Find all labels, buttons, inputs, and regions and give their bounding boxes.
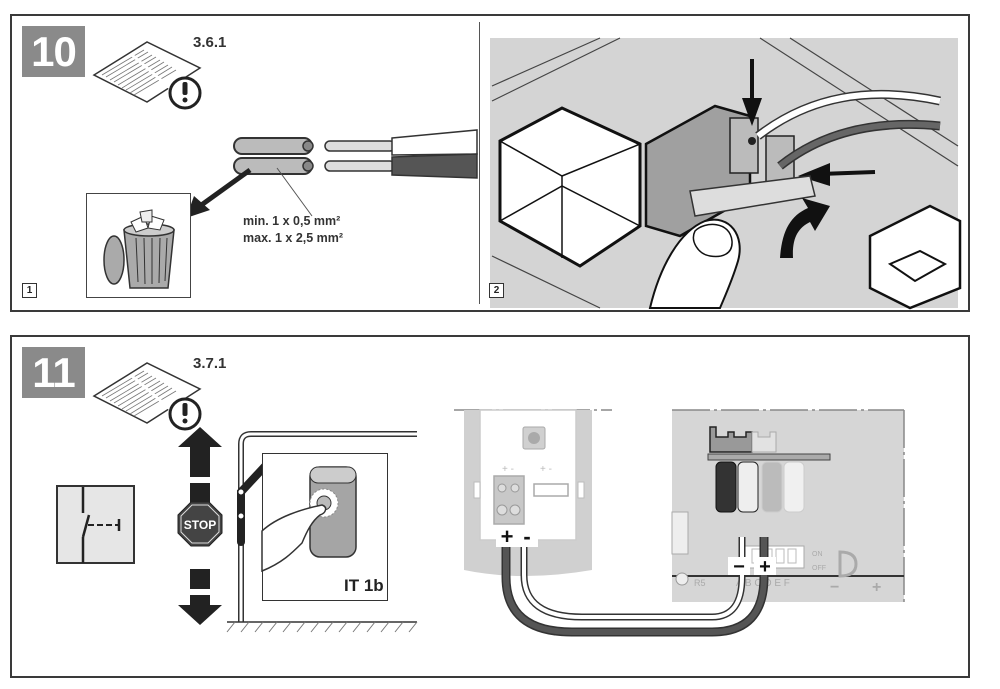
- stripped-wire-icon: [233, 129, 478, 179]
- stop-arrow-icon: [178, 427, 222, 625]
- subpanel-number-2: 2: [489, 283, 504, 298]
- manual-reference: 3.7.1: [193, 355, 227, 372]
- push-arrow-icon-2: [798, 163, 876, 186]
- polarity-minus: −: [830, 579, 839, 596]
- device-label: IT 1b: [344, 576, 384, 595]
- push-button-icon: [261, 466, 357, 573]
- terminal-mark-plus-1: + -: [502, 464, 514, 475]
- normally-open-switch-icon: [56, 485, 135, 564]
- step-number-badge: 10: [22, 26, 85, 77]
- housing-block-icon: [498, 106, 642, 268]
- leader-line: [276, 167, 313, 217]
- dip-off-label: OFF: [812, 565, 826, 572]
- receiver-board-icon: ON OFF A B C D E F R5 − +: [671, 409, 905, 602]
- stop-sign-icon: STOP: [177, 501, 223, 547]
- step-11-panel: 11 3.7.1 STOP: [10, 335, 970, 678]
- arrow-icon: [186, 167, 252, 218]
- gate-frame-icon: [226, 431, 418, 633]
- subpanel-divider: [479, 22, 480, 304]
- terminal-block-illustration: [490, 37, 962, 310]
- step-10-panel: 10 3.6.1 min. 1 x 0,5 mm² max. 1 x 2,5 m…: [10, 14, 970, 312]
- left-minus-mark: -: [523, 524, 530, 549]
- curved-arrow-icon: [780, 198, 830, 258]
- wire-spec-max: max. 1 x 2,5 mm²: [243, 231, 344, 245]
- left-plus-mark: +: [501, 524, 514, 549]
- polarity-marks: + - − +: [496, 524, 776, 578]
- dip-on-label: ON: [812, 551, 823, 558]
- board-plus-mark: +: [759, 556, 771, 578]
- stop-sign-text: STOP: [184, 518, 216, 532]
- step-number-badge: 11: [22, 347, 85, 398]
- wire-spec: min. 1 x 0,5 mm² max. 1 x 2,5 mm²: [243, 213, 343, 247]
- manual-warning-icon: [92, 362, 202, 431]
- r5-label: R5: [694, 578, 706, 588]
- trash-can-icon: [103, 209, 175, 289]
- connection-cable: [501, 537, 769, 637]
- push-arrow-icon: [742, 59, 762, 126]
- terminal-mark-plus-2: + -: [540, 464, 552, 475]
- board-minus-mark: −: [733, 556, 745, 578]
- manual-reference: 3.6.1: [193, 34, 227, 51]
- wire-spec-min: min. 1 x 0,5 mm²: [243, 214, 341, 228]
- manual-warning-icon: [92, 41, 202, 110]
- polarity-plus: +: [872, 579, 881, 596]
- subpanel-number-1: 1: [22, 283, 37, 298]
